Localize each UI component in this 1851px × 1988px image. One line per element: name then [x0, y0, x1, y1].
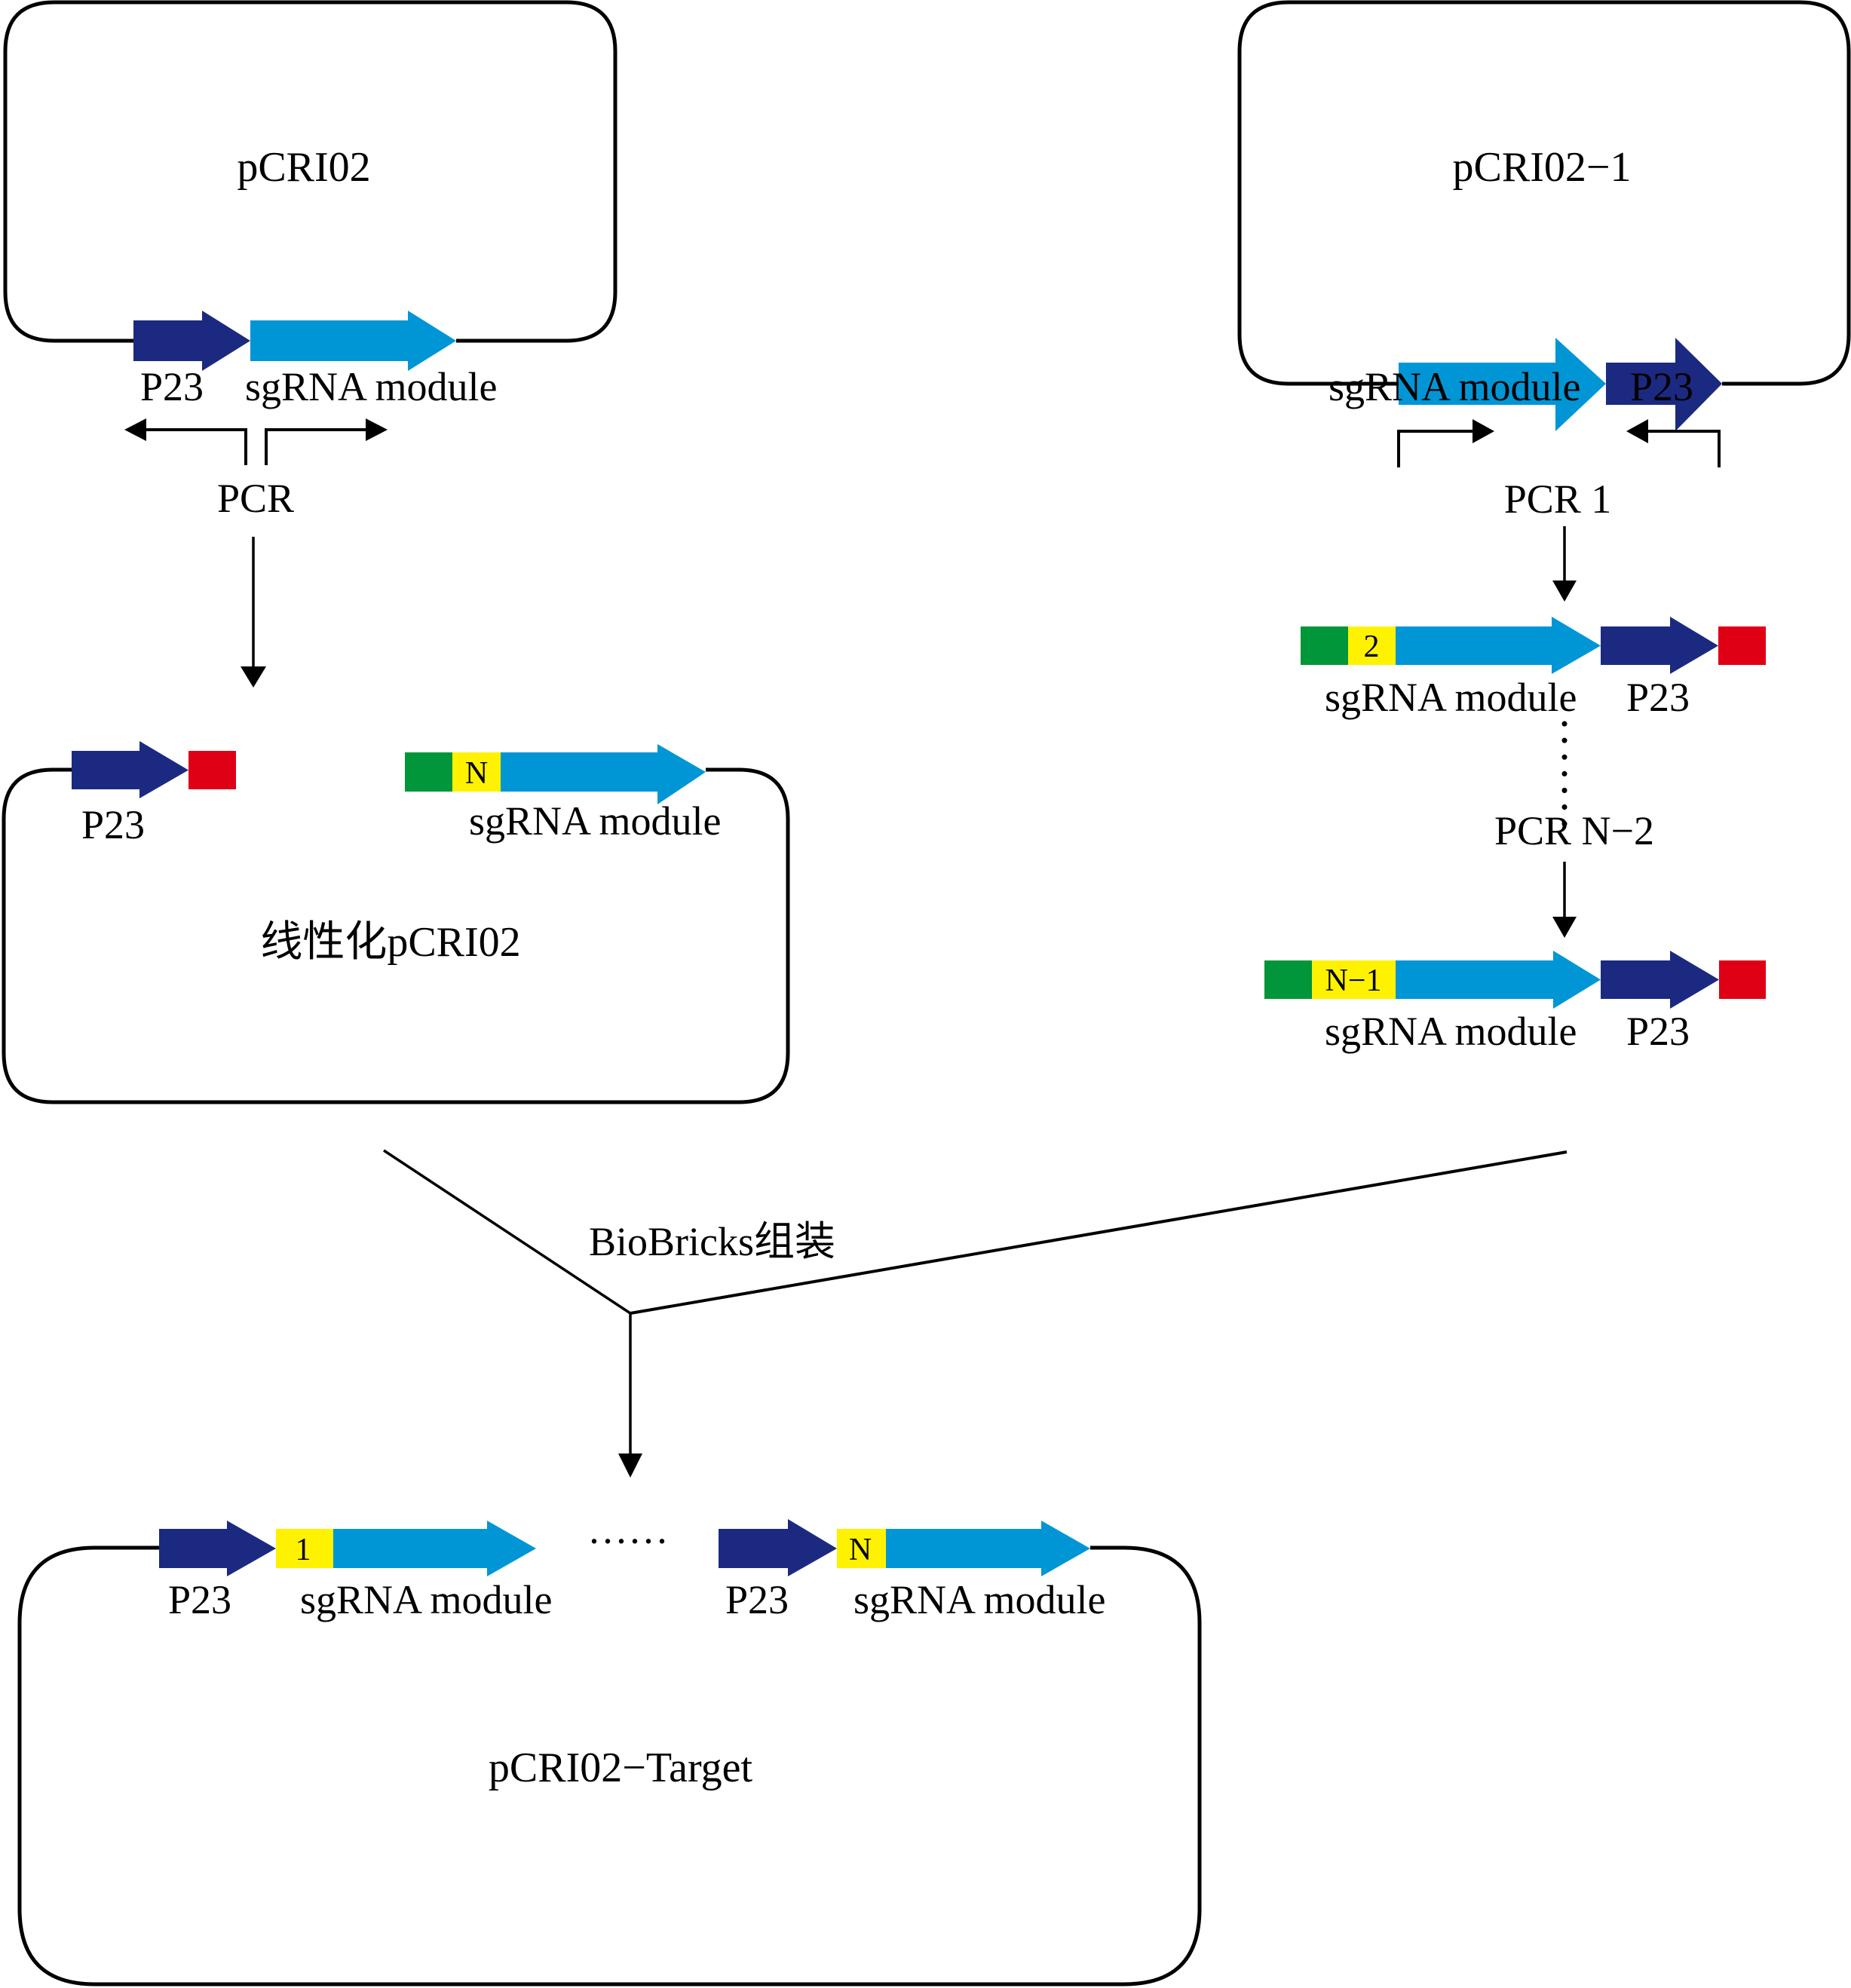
sgrna-arrow-shape: [1396, 617, 1601, 674]
sgrna-arrow: [1396, 951, 1601, 1009]
spacer-tag-label: 2: [1364, 629, 1380, 664]
spacer-tag: [1348, 626, 1396, 665]
spacer-tag-n-label: N: [849, 1533, 872, 1567]
pcr-product-n-minus-1: sgRNA module P23 N−1: [1264, 951, 1766, 1054]
sgrna-label-n: sgRNA module: [853, 1577, 1106, 1622]
pcr-n2-down-arrowhead: [1552, 917, 1577, 938]
sgrna-label: sgRNA module: [1325, 1009, 1577, 1054]
primer-reverse-arrowhead: [124, 418, 146, 441]
sgrna-arrow: [250, 311, 456, 371]
plasmid-title: pCRI02−1: [1453, 144, 1632, 191]
sgrna-label: sgRNA module: [245, 364, 498, 409]
spacer-tag: [452, 752, 501, 792]
plasmid-backbone: [1237, 0, 1851, 386]
promoter-arrow-p23: [72, 741, 188, 798]
sgrna-arrow: [1399, 338, 1606, 431]
sgrna-arrow: [1396, 617, 1601, 674]
sgrna-arrow-shape: [250, 311, 456, 371]
plasmid-pcri02: pCRI02 P23 sgRNA module PCR: [3, 0, 618, 688]
p23-label-n: P23: [725, 1577, 789, 1622]
sgrna-arrow-shape: [1396, 951, 1601, 1009]
promoter-arrow-shape: [1601, 951, 1719, 1009]
merge-line-left: [383, 1149, 631, 1315]
p23-label: P23: [1626, 675, 1690, 720]
p23-label: P23: [140, 364, 204, 409]
red-overhang: [1719, 960, 1766, 999]
red-overhang: [188, 751, 236, 789]
plasmid-backbone: [2, 767, 790, 1104]
plasmid-title: pCRI02: [237, 144, 370, 191]
spacer-tag-n: [837, 1529, 886, 1568]
spacer-tag-1: [276, 1529, 333, 1568]
plasmid-linearized-pcri02: P23 sgRNA module 线性化pCRI02 N: [2, 741, 790, 1104]
pcr1-step-label: PCR 1: [1504, 476, 1612, 522]
plasmid-pcri02-1: pCRI02−1 sgRNA module P23 PCR 1: [1237, 0, 1851, 602]
p23-label: P23: [1630, 364, 1693, 409]
primer-reverse-arrow: [1647, 430, 1721, 467]
sgrna-arrow-shape: [501, 744, 706, 804]
sgrna-arrow-shape: [333, 1521, 536, 1576]
promoter-arrow-shape: [72, 741, 188, 798]
spacer-tag-label: N: [465, 756, 488, 791]
plasmid-backbone: [3, 0, 618, 343]
promoter-arrow-p23: [1606, 338, 1722, 431]
primer-reverse-arrowhead: [1626, 419, 1648, 443]
primer-forward-arrow: [1397, 430, 1474, 467]
p23-label: P23: [168, 1577, 231, 1622]
spacer-tag-1-label: 1: [296, 1533, 311, 1567]
sgrna-arrow-shape: [1399, 338, 1606, 431]
assembly-step: BioBricks组装: [383, 1149, 1568, 1478]
spacer-tag: [1312, 960, 1396, 999]
plasmid-pcri02-target: P23 sgRNA module ······ P23 sgRNA module…: [17, 1518, 1202, 1986]
sgrna-arrow-n: [886, 1521, 1090, 1576]
primer-forward-arrowhead: [1473, 419, 1494, 443]
red-overhang: [1718, 626, 1766, 665]
primer-reverse-arrow: [143, 428, 247, 465]
plasmid-title: 线性化pCRI02: [260, 919, 520, 966]
p23-label: P23: [1626, 1009, 1690, 1054]
pcr-product-2: sgRNA module P23 2: [1301, 617, 1766, 720]
promoter-arrow-p23: [159, 1521, 276, 1576]
green-overhang: [1264, 960, 1312, 999]
promoter-arrow-shape: [159, 1521, 276, 1576]
merge-line-right: [630, 1150, 1568, 1315]
promoter-arrow-p23: [1601, 951, 1719, 1009]
sgrna-label: sgRNA module: [469, 798, 722, 844]
spacer-tag-label: N−1: [1325, 963, 1381, 998]
primer-forward-arrowhead: [366, 418, 388, 441]
promoter-arrow-shape: [133, 311, 250, 371]
assembly-down-arrowhead: [618, 1453, 642, 1478]
pcr1-down-arrowhead: [1552, 580, 1577, 602]
sgrna-label: sgRNA module: [1325, 675, 1577, 720]
primer-forward-arrow: [265, 428, 368, 465]
sgrna-label: sgRNA module: [1328, 364, 1581, 409]
pcr-down-arrowhead: [241, 666, 266, 688]
pcr-step-label: PCR: [217, 476, 294, 521]
sgrna-arrow-shape: [886, 1521, 1090, 1576]
p23-label: P23: [81, 802, 145, 847]
promoter-arrow-p23: [133, 311, 250, 371]
unit-ellipsis: ······: [587, 1518, 669, 1564]
plasmid-title: pCRI02−Target: [489, 1744, 753, 1791]
promoter-arrow-shape: [719, 1519, 837, 1576]
assembly-step-label: BioBricks组装: [589, 1219, 835, 1264]
plasmid-backbone: [17, 1545, 1202, 1986]
sgrna-label: sgRNA module: [300, 1577, 553, 1622]
promoter-arrow-p23: [1601, 617, 1718, 674]
promoter-arrow-shape: [1606, 338, 1722, 431]
pcr-n2-step-label: PCR N−2: [1494, 808, 1654, 853]
promoter-arrow-shape: [1601, 617, 1718, 674]
green-overhang: [405, 752, 452, 792]
promoter-arrow-p23-n: [719, 1519, 837, 1576]
green-overhang: [1301, 626, 1348, 665]
sgrna-arrow: [333, 1521, 536, 1576]
sgrna-arrow: [501, 744, 706, 804]
